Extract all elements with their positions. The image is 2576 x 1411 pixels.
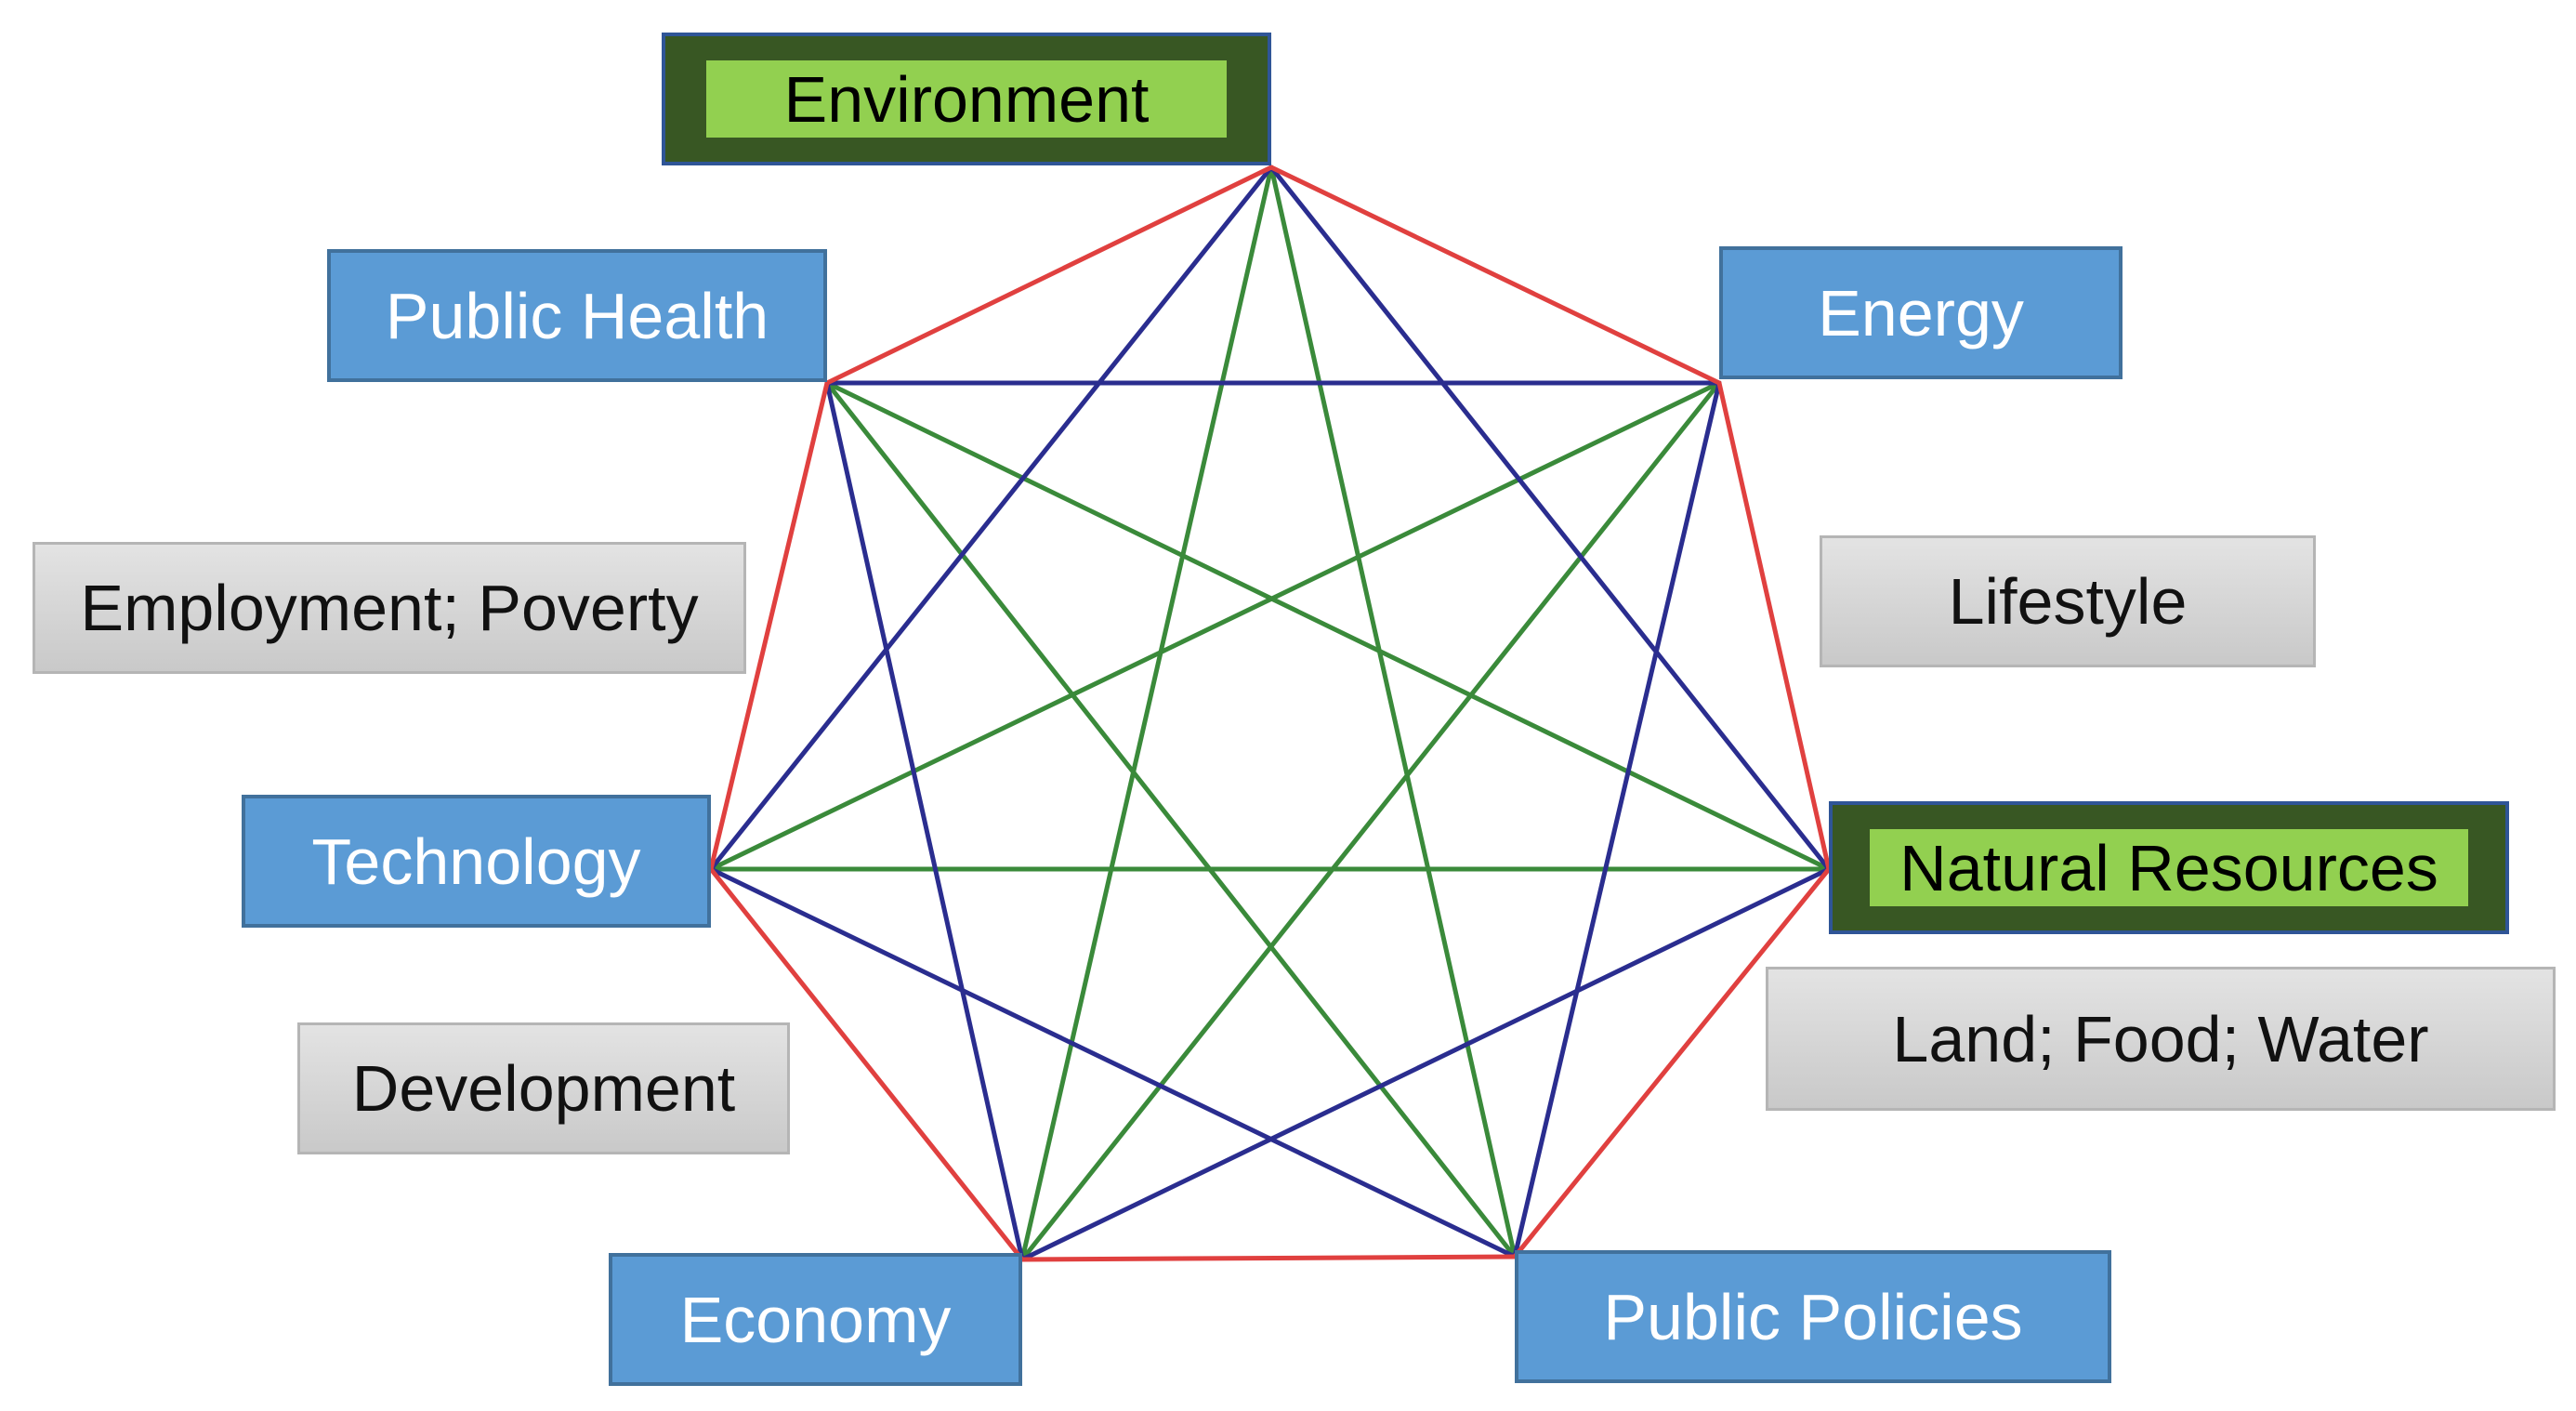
node-public-policies: Public Policies (1515, 1250, 2111, 1383)
edge-environment-natural_resources (1268, 165, 1832, 872)
edge-energy-natural_resources (1716, 380, 1832, 872)
node-environment-inner: Environment (706, 60, 1227, 138)
node-technology: Technology (242, 795, 711, 928)
edge-public_policies-economy (1019, 1254, 1518, 1262)
subtopic-employment-poverty-label: Employment; Poverty (80, 572, 699, 644)
edge-environment-energy (1268, 165, 1722, 386)
node-natural-resources-inner: Natural Resources (1870, 829, 2468, 906)
node-environment-label: Environment (783, 62, 1150, 136)
subtopic-employment-poverty: Employment; Poverty (33, 542, 746, 674)
edge-economy-public_health (824, 380, 1025, 1262)
subtopic-land-food-water-label: Land; Food; Water (1892, 1002, 2429, 1075)
subtopic-lifestyle-label: Lifestyle (1948, 565, 2188, 638)
edge-natural_resources-economy (1019, 866, 1832, 1262)
edge-economy-technology (708, 866, 1025, 1262)
node-technology-label: Technology (311, 824, 641, 898)
edge-environment-public_health (824, 165, 1274, 386)
edge-energy-technology (708, 380, 1722, 872)
edge-environment-public_policies (1268, 165, 1518, 1259)
subtopic-development: Development (297, 1022, 790, 1154)
node-energy: Energy (1719, 246, 2123, 379)
edge-energy-economy (1019, 380, 1722, 1262)
node-public-policies-label: Public Policies (1603, 1280, 2023, 1353)
node-natural-resources: Natural Resources (1829, 801, 2509, 934)
node-natural-resources-label: Natural Resources (1899, 831, 2438, 904)
node-economy: Economy (609, 1253, 1022, 1386)
edge-public_policies-public_health (824, 380, 1518, 1259)
node-public-health-label: Public Health (385, 279, 769, 352)
edge-technology-public_health (708, 380, 830, 872)
edge-public_policies-technology (708, 866, 1518, 1259)
edge-natural_resources-public_health (824, 380, 1832, 872)
subtopic-development-label: Development (351, 1052, 736, 1125)
node-environment: Environment (662, 33, 1271, 165)
edge-environment-technology (708, 165, 1274, 872)
node-public-health: Public Health (327, 249, 827, 382)
edge-environment-economy (1019, 165, 1274, 1262)
edge-natural_resources-public_policies (1512, 866, 1832, 1259)
node-economy-label: Economy (679, 1283, 952, 1356)
node-energy-label: Energy (1818, 276, 2024, 349)
subtopic-lifestyle: Lifestyle (1820, 535, 2316, 667)
edge-energy-public_policies (1512, 380, 1722, 1259)
subtopic-land-food-water: Land; Food; Water (1766, 967, 2556, 1111)
